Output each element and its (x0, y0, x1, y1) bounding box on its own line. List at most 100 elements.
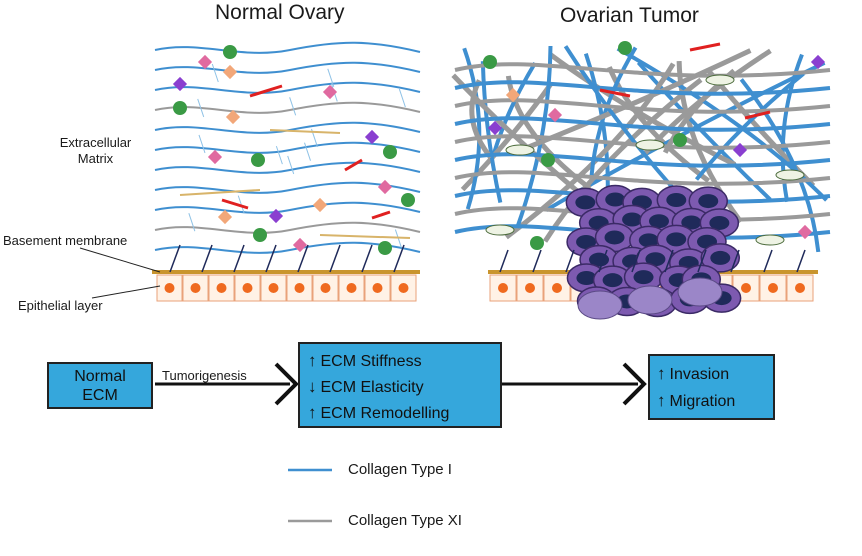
ovarian-tumor-panel (451, 41, 831, 320)
epithelial-nucleus (552, 283, 562, 293)
epithelial-nucleus (498, 283, 508, 293)
molecule-marker (207, 149, 223, 165)
protein-strand (249, 84, 283, 98)
tumor-collagen-fiber (563, 45, 684, 200)
epithelial-nucleus (768, 283, 778, 293)
anchoring-fiber (532, 249, 542, 273)
tumor-nucleus (666, 232, 687, 247)
basement-membrane-label: Basement membrane (3, 233, 128, 248)
anchoring-fiber (730, 249, 740, 273)
growth-factor-marker (541, 153, 555, 167)
molecule-marker (505, 87, 521, 103)
tumor-nucleus (645, 252, 666, 267)
collagen-fiber (154, 101, 421, 114)
outcomes-box: ↑Invasion ↑Migration (648, 354, 775, 420)
epithelial-nucleus (190, 283, 201, 293)
ecm-label-line1: Extracellular (59, 135, 132, 150)
basement-leader-line (79, 247, 161, 273)
anchoring-fiber (265, 244, 277, 273)
crosslink-fiber (398, 88, 406, 108)
crosslink-fiber (289, 97, 297, 116)
anchoring-fiber (499, 249, 509, 273)
invading-tumor-cell (577, 290, 623, 320)
tumor-nucleus (710, 250, 731, 265)
molecule-marker (732, 142, 748, 158)
anchoring-fiber (233, 244, 245, 273)
growth-factor-marker (530, 236, 544, 250)
molecule-marker (364, 129, 380, 145)
molecule-marker (312, 197, 328, 213)
epithelial-nucleus (242, 283, 253, 293)
activated-fibroblast (485, 224, 515, 236)
growth-factor-marker (618, 41, 632, 55)
crosslink-fiber (304, 142, 311, 161)
collagen-fiber (154, 241, 421, 254)
up-arrow-icon: ↑ (308, 351, 317, 370)
growth-factor-marker (673, 133, 687, 147)
collagen-fiber (154, 41, 421, 54)
tumor-collagen-fiber (504, 62, 676, 240)
growth-factor-marker (251, 153, 265, 167)
crosslink-fiber (275, 145, 283, 165)
protein-strand (371, 210, 391, 220)
epithelial-leader-line (91, 285, 161, 299)
collagen-fiber (154, 141, 421, 154)
tumor-nucleus (576, 234, 597, 249)
change-stiffness: ↑ECM Stiffness (308, 348, 500, 374)
collagen-fiber (154, 181, 421, 194)
legend-collagen-11-label: Collagen Type XI (348, 512, 462, 529)
epithelial-nucleus (346, 283, 357, 293)
protein-strand (344, 158, 363, 172)
epithelial-nucleus (741, 283, 751, 293)
legend-collagen-1-label: Collagen Type I (348, 461, 452, 478)
collagen-fiber (154, 201, 421, 214)
collagen-fiber (154, 161, 421, 174)
anchoring-fiber (169, 244, 181, 273)
molecule-marker (322, 84, 338, 100)
epithelial-nucleus (320, 283, 331, 293)
invading-tumor-cell (677, 277, 723, 307)
growth-factor-marker (223, 45, 237, 59)
tumor-nucleus (575, 195, 596, 210)
outcome-migration: ↑Migration (657, 388, 773, 415)
tumor-collagen-fiber (739, 78, 821, 253)
molecule-marker (222, 64, 238, 80)
change-elasticity-text: ECM Elasticity (320, 379, 424, 396)
growth-factor-marker (173, 101, 187, 115)
anchoring-fiber (201, 244, 213, 273)
activated-fibroblast (705, 74, 735, 86)
molecule-marker (172, 76, 188, 92)
molecule-marker (377, 179, 393, 195)
protein-strand (689, 42, 721, 52)
tumor-nucleus (605, 192, 626, 207)
tumor-collagen-fiber (454, 116, 831, 132)
crosslink-fiber (188, 213, 196, 232)
anchoring-fiber (393, 244, 405, 273)
tumor-nucleus (666, 192, 687, 207)
ecm-changes-box: ↑ECM Stiffness ↓ECM Elasticity ↑ECM Remo… (298, 342, 502, 428)
molecule-marker (268, 208, 284, 224)
change-remodelling-text: ECM Remodelling (320, 405, 450, 422)
extracellular-matrix-label: Extracellular Matrix (48, 135, 143, 167)
invading-tumor-cell (627, 285, 673, 315)
tumor-collagen-fiber (454, 152, 831, 168)
ecm-label-line2: Matrix (77, 151, 114, 166)
tumor-collagen-fiber (454, 98, 831, 114)
up-arrow-icon: ↑ (657, 391, 666, 410)
tumor-nucleus (648, 214, 669, 229)
growth-factor-marker (378, 241, 392, 255)
tumorigenesis-label: Tumorigenesis (162, 368, 247, 383)
normal-ovary-title: Normal Ovary (215, 1, 345, 24)
molecule-marker (487, 120, 503, 136)
tumor-nucleus (633, 270, 654, 285)
tumor-nucleus (681, 215, 702, 230)
protein-strand (221, 198, 249, 210)
outcome-migration-text: Migration (669, 393, 736, 410)
tumor-collagen-fiber (480, 61, 503, 204)
molecule-marker (217, 209, 233, 225)
normal-ecm-line2: ECM (82, 387, 118, 404)
tumor-collagen-fiber (454, 170, 831, 186)
tumor-nucleus (622, 212, 643, 227)
growth-factor-marker (383, 145, 397, 159)
